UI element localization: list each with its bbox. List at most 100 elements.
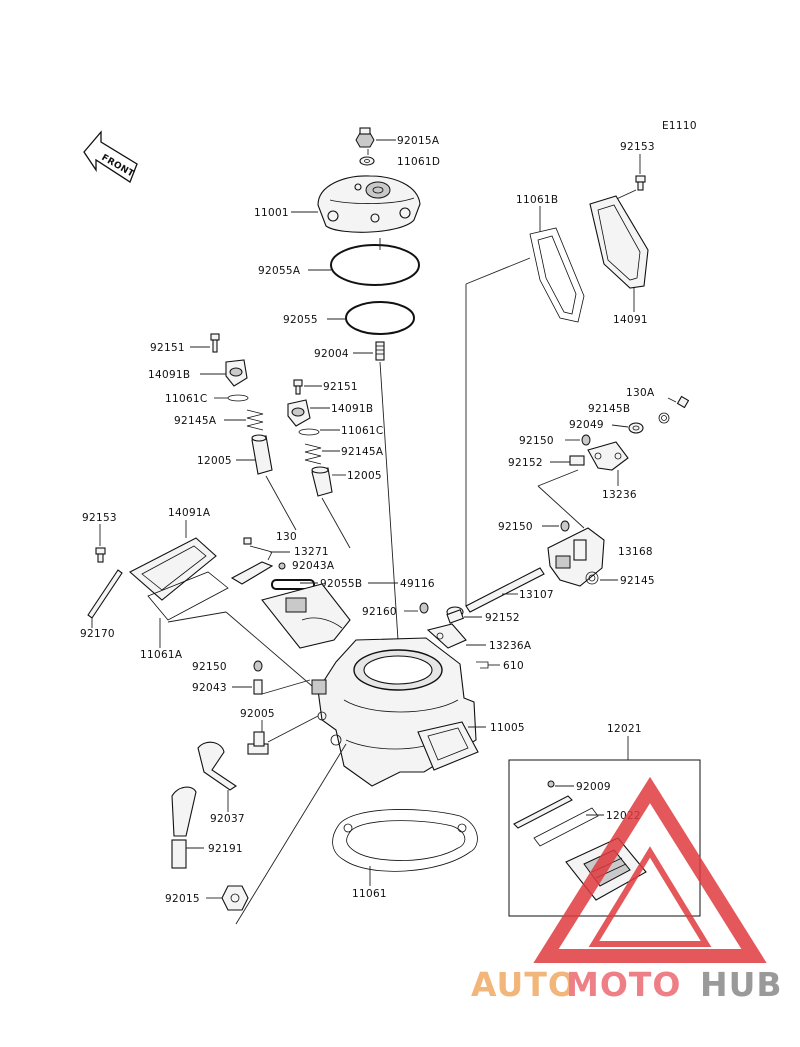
label-92005: 92005 [240,708,275,720]
lever-13271 [230,561,274,585]
label-13236: 13236 [602,489,637,501]
lever-13236 [587,441,629,471]
pin-92152-upper [569,455,585,466]
label-92145A-left: 92145A [174,415,217,427]
gasket-11061B [529,227,585,323]
label-92009: 92009 [576,781,611,793]
clamp-92037 [197,741,237,791]
cover-14091B-mid [287,399,311,427]
label-92004: 92004 [314,348,349,360]
ring-92150-lower [419,602,429,614]
label-11061A: 11061A [140,649,183,661]
spring-92145A-left [246,409,264,431]
reed-valve-inset-box [508,759,701,917]
label-92150-mid: 92150 [498,521,533,533]
label-92152-upper: 92152 [508,457,543,469]
label-92015A: 92015A [397,135,440,147]
spring-92145B [658,412,670,424]
label-92151-left: 92151 [150,342,185,354]
label-92049: 92049 [569,419,604,431]
label-92055A: 92055A [258,265,301,277]
ring-92043A [278,562,286,570]
spring-92145 [585,571,599,585]
cylinder-head-11001 [317,175,421,233]
label-11061C-mid: 11061C [341,425,384,437]
ring-92150-mid [560,520,570,532]
label-92151-mid: 92151 [323,381,358,393]
screw-130A [676,395,690,409]
label-92153-right: 92153 [620,141,655,153]
label-92055: 92055 [283,314,318,326]
cylinder-11005 [311,637,479,787]
screw-92009 [547,780,555,788]
label-11061C-left: 11061C [165,393,208,405]
base-gasket-11061 [332,809,478,872]
hose-92191 [171,786,197,869]
watermark-text: AUTO MOTO HUB [471,965,783,1004]
label-11005: 11005 [490,722,525,734]
watermark-inner-triangle-icon [588,846,712,947]
valve-12005-mid [311,466,333,497]
label-13168: 13168 [618,546,653,558]
bolt-92153-left [95,547,106,563]
o-ring-92055B [271,579,315,590]
label-130A: 130A [626,387,655,399]
reed-stopper [513,795,573,829]
valve-12005-left [251,434,273,475]
label-11061B: 11061B [516,194,558,206]
label-11001: 11001 [254,207,289,219]
spring-92145A-mid [304,443,322,465]
label-13107: 13107 [519,589,554,601]
front-arrow-icon: FRONT [83,130,138,183]
pin-92152-lower [446,609,464,624]
label-130: 130 [276,531,297,543]
watermark-text-hub: HUB [700,965,783,1004]
nut-92015A [355,127,375,148]
diagram-id: E1110 [662,120,697,132]
label-92145: 92145 [620,575,655,587]
screw-130 [243,537,273,561]
ring-92150-upper [581,434,591,446]
reed-cover-14091 [589,195,649,289]
label-610: 610 [503,660,524,672]
bolt-92153-right [635,175,646,191]
label-92043A: 92043A [292,560,335,572]
label-92055B: 92055B [320,578,362,590]
label-92037: 92037 [210,813,245,825]
label-14091: 14091 [613,314,648,326]
label-14091B-left: 14091B [148,369,190,381]
lever-13236A [426,623,467,649]
pin-92043 [253,679,263,695]
label-12005-mid: 12005 [347,470,382,482]
o-ring-92055 [345,301,415,335]
label-11061: 11061 [352,888,387,900]
fitting-92005 [247,731,269,755]
o-ring-92055A [330,244,420,286]
label-92170: 92170 [80,628,115,640]
label-13271: 13271 [294,546,329,558]
label-92145B: 92145B [588,403,630,415]
watermark-triangle-icon [533,776,767,963]
label-49116: 49116 [400,578,435,590]
gasket-11061A [147,571,229,621]
watermark-text-auto: AUTO [471,965,577,1004]
label-14091B-mid: 14091B [331,403,373,415]
label-12005-left: 12005 [197,455,232,467]
label-92160: 92160 [362,606,397,618]
valve-body-13168 [547,527,605,587]
gasket-11061C-mid [298,428,320,436]
label-92191: 92191 [208,843,243,855]
reed-petal-12022 [533,807,599,847]
nut-92015 [221,885,249,911]
gasket-11061C-left [227,394,249,402]
washer-92049 [628,422,644,434]
label-92152-lower: 92152 [485,612,520,624]
clip-610 [476,661,489,669]
exhaust-valve-49116 [261,583,351,649]
label-92153-left: 92153 [82,512,117,524]
label-11061D: 11061D [397,156,440,168]
washer-11061D [359,156,375,166]
label-14091A: 14091A [168,507,211,519]
cover-14091B-left [225,359,248,387]
watermark-text-moto: MOTO [566,965,681,1004]
